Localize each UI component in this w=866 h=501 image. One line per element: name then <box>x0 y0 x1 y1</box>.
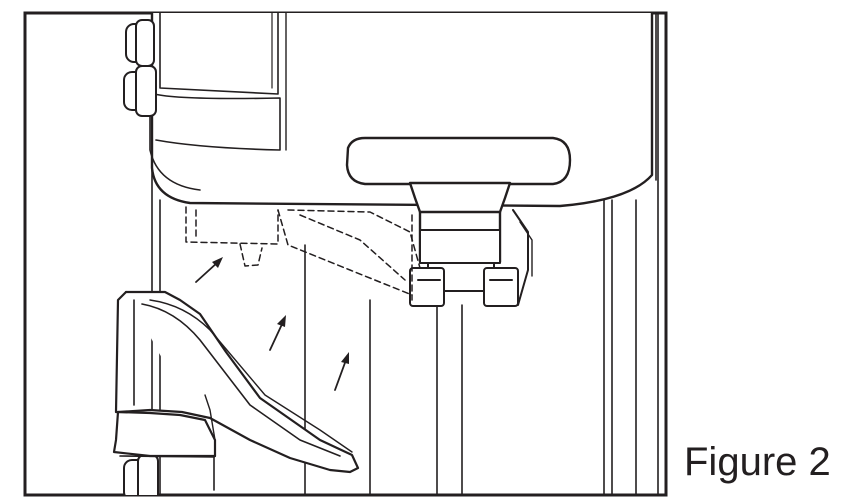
side-knobs <box>123 19 159 495</box>
insert-arrows <box>195 257 349 391</box>
dispense-handle <box>345 136 572 264</box>
tray-phantom-outline <box>185 206 421 301</box>
spout-assembly <box>409 209 533 307</box>
drip-tray <box>112 290 360 491</box>
figure-caption: Figure 2 <box>684 440 831 484</box>
